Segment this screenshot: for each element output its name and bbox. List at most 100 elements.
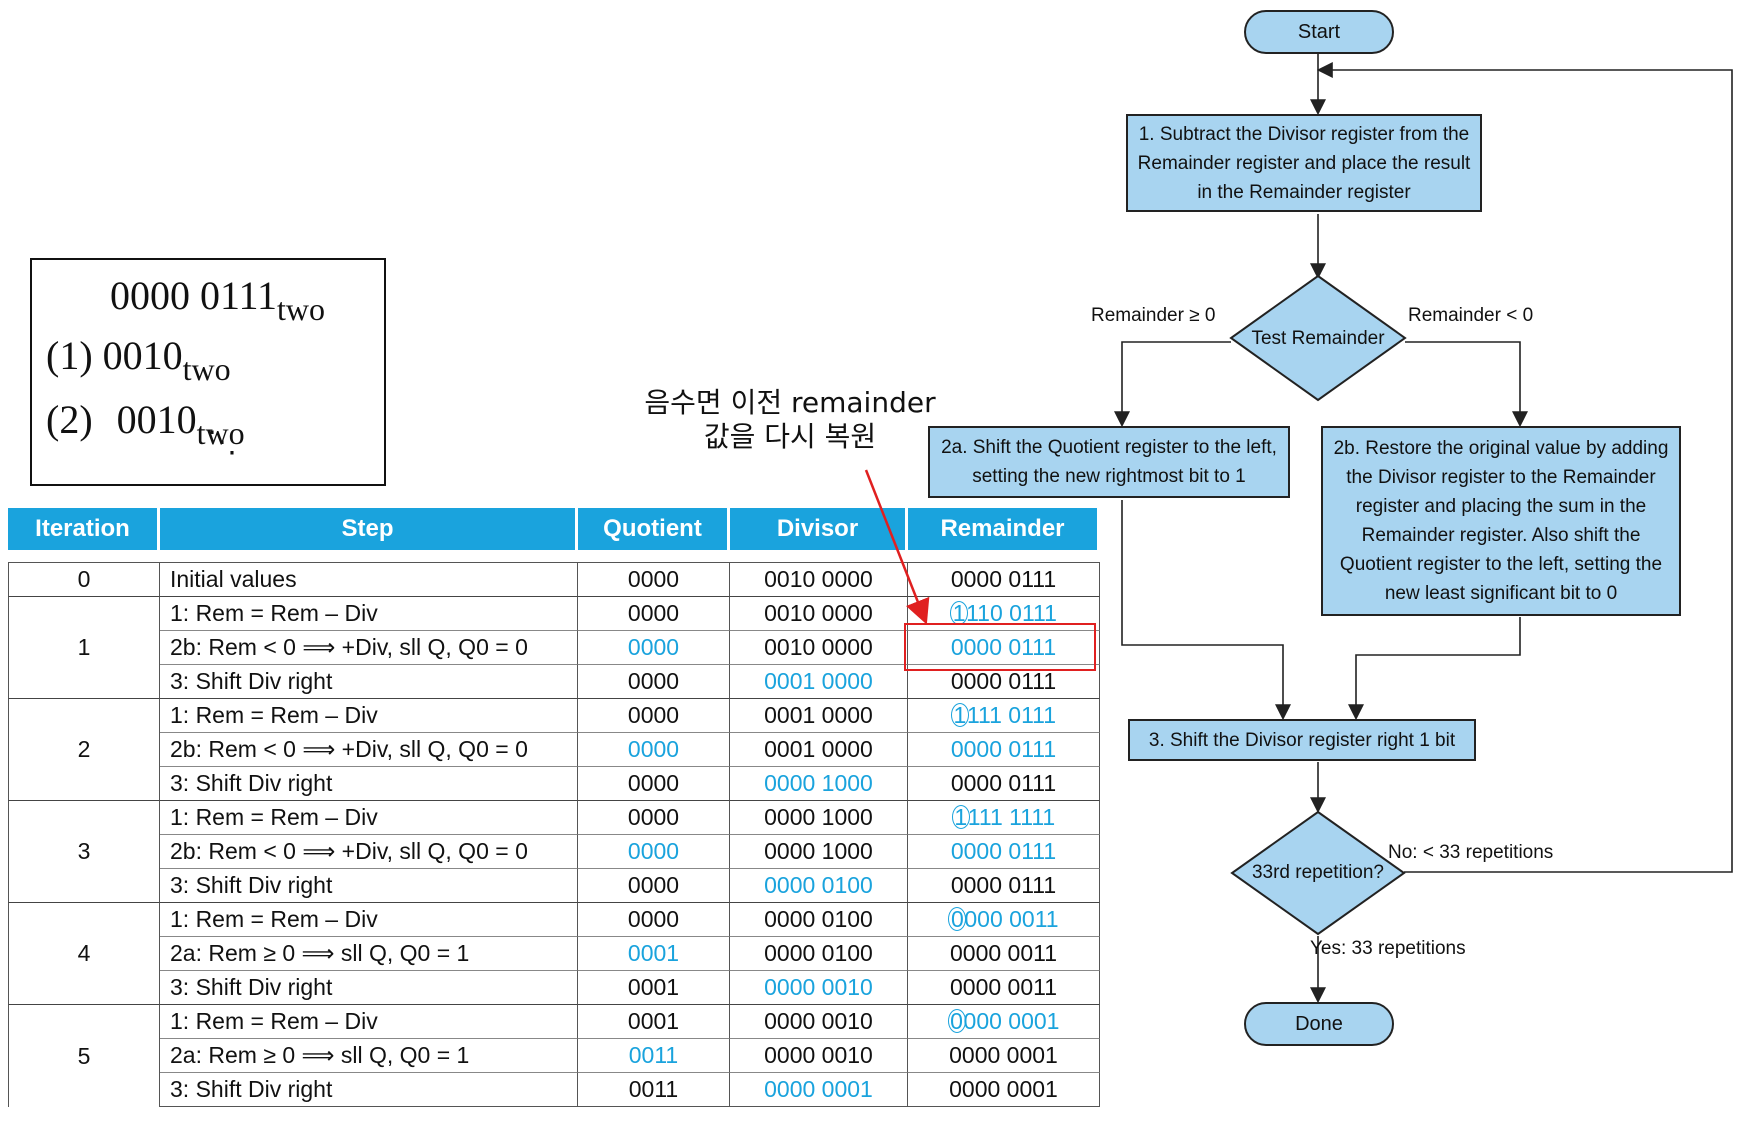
remainder-cell: 1111 0111 [908, 698, 1100, 732]
header-divisor: Divisor [730, 508, 908, 550]
remainder-cell: 0000 0011 [908, 902, 1100, 936]
step-cell: Initial values [160, 562, 578, 596]
quotient-cell: 0000 [578, 664, 730, 698]
table-row: 4 1: Rem = Rem – Div 0000 0000 0100 0000… [8, 902, 1100, 1004]
table-row: 2b: Rem < 0 ⟹ +Div, sll Q, Q0 = 0 0000 0… [8, 834, 1100, 868]
remainder-value: 000 0011 [964, 906, 1059, 932]
quotient-cell: 0000 [578, 766, 730, 800]
remainder-cell: 0000 0011 [908, 970, 1100, 1004]
header-iteration: Iteration [8, 508, 160, 550]
remainder-cell: 1110 0111 [908, 596, 1100, 630]
branch-label-no: No: < 33 repetitions [1388, 842, 1554, 863]
dividend-line: 0000 0111two [110, 272, 325, 328]
continuation-dots: ⋱ [207, 426, 237, 459]
divisor-1-base: two [182, 351, 231, 388]
remainder-value: 111 0111 [966, 702, 1057, 728]
divisor-1-value: 0010 [102, 333, 183, 378]
table-row: 3 1: Rem = Rem – Div 0000 0000 1000 1111… [8, 800, 1100, 902]
quotient-cell: 0000 [578, 902, 730, 936]
remainder-cell: 0000 0111 [908, 664, 1100, 698]
arrow-test-to-2a [1114, 341, 1231, 428]
remainder-cell: 0000 0111 [908, 562, 1100, 596]
divisor-cell: 0010 0000 [730, 630, 908, 664]
repetition-diamond [1230, 810, 1406, 936]
step-cell: 1: Rem = Rem – Div [160, 596, 578, 630]
divisor-cell: 0000 1000 [730, 800, 908, 834]
step2b-box: 2b. Restore the original value by adding… [1321, 426, 1681, 616]
sign-bit-circle: 0 [947, 1009, 966, 1033]
divisor-cell: 0000 0100 [730, 936, 908, 970]
restore-note: 음수면 이전 remainder 값을 다시 복원 [580, 386, 1000, 454]
branch-label-ge: Remainder ≥ 0 [1091, 305, 1216, 326]
step-cell: 3: Shift Div right [160, 970, 578, 1004]
divisor-line-2: (2) 0010two [46, 396, 245, 452]
branch-label-yes: Yes: 33 repetitions [1310, 938, 1466, 959]
binary-example-box: 0000 0111two (1) 0010two (2) 0010two ⋱ [30, 258, 386, 486]
iteration-cell: 4 [8, 902, 160, 1004]
step2a-text: 2a. Shift the Quotient register to the l… [941, 437, 1277, 487]
start-terminal: Start [1244, 10, 1394, 54]
divisor-1-prefix: (1) [46, 333, 93, 378]
sign-bit-circle: 0 [948, 907, 967, 931]
step1-box: 1. Subtract the Divisor register from th… [1126, 114, 1482, 212]
iteration-cell: 2 [8, 698, 160, 800]
remainder-value: 111 1111 [967, 804, 1056, 830]
divisor-cell: 0001 0000 [730, 664, 908, 698]
dividend-base: two [277, 291, 326, 328]
step-cell: 3: Shift Div right [160, 664, 578, 698]
red-annotation-arrow [864, 469, 930, 625]
dividend-value: 0000 0111 [110, 273, 278, 318]
restore-note-line-2: 값을 다시 복원 [703, 420, 877, 453]
remainder-value: 000 0001 [963, 1008, 1060, 1034]
iteration-cell: 3 [8, 800, 160, 902]
table-row: 2a: Rem ≥ 0 ⟹ sll Q, Q0 = 1 0001 0000 01… [8, 936, 1100, 970]
header-step: Step [160, 508, 578, 550]
step-cell: 2b: Rem < 0 ⟹ +Div, sll Q, Q0 = 0 [160, 630, 578, 664]
step-cell: 2b: Rem < 0 ⟹ +Div, sll Q, Q0 = 0 [160, 834, 578, 868]
step2b-text: 2b. Restore the original value by adding… [1333, 438, 1669, 604]
iteration-cell: 0 [8, 562, 160, 596]
sign-bit-circle: 1 [950, 703, 969, 727]
table-row: 2a: Rem ≥ 0 ⟹ sll Q, Q0 = 1 0011 0000 00… [8, 1038, 1100, 1072]
arrow-loop-back [1316, 62, 1733, 873]
division-table: Iteration Step Quotient Divisor Remainde… [8, 508, 1100, 1107]
table-row: 3: Shift Div right 0011 0000 0001 0000 0… [8, 1072, 1100, 1107]
quotient-cell: 0000 [578, 800, 730, 834]
remainder-cell: 1111 1111 [908, 800, 1100, 834]
divisor-cell: 0000 0100 [730, 902, 908, 936]
table-row: 2b: Rem < 0 ⟹ +Div, sll Q, Q0 = 0 0000 0… [8, 630, 1100, 664]
divisor-2-value: 0010 [116, 397, 197, 442]
table-row: 3: Shift Div right 0000 0000 0100 0000 0… [8, 868, 1100, 902]
divisor-2-prefix: (2) [46, 397, 93, 442]
remainder-cell: 0000 0001 [908, 1072, 1100, 1107]
step-cell: 3: Shift Div right [160, 766, 578, 800]
quotient-cell: 0001 [578, 970, 730, 1004]
test-remainder-label: Test Remainder [1251, 328, 1385, 349]
quotient-cell: 0001 [578, 1004, 730, 1038]
table-row: 0 Initial values 0000 0010 0000 0000 011… [8, 562, 1100, 596]
done-label: Done [1295, 1012, 1343, 1035]
divisor-cell: 0000 0010 [730, 1038, 908, 1072]
divisor-cell: 0000 0001 [730, 1072, 908, 1107]
step-cell: 2a: Rem ≥ 0 ⟹ sll Q, Q0 = 1 [160, 936, 578, 970]
arrow-2a-to-step3 [1121, 500, 1291, 721]
divisor-cell: 0000 0010 [730, 1004, 908, 1038]
arrow-2b-to-step3 [1348, 617, 1521, 721]
quotient-cell: 0000 [578, 868, 730, 902]
quotient-cell: 0000 [578, 732, 730, 766]
divisor-cell: 0010 0000 [730, 562, 908, 596]
repetition-label: 33rd repetition? [1251, 862, 1385, 883]
table-row: 3: Shift Div right 0001 0000 0010 0000 0… [8, 970, 1100, 1004]
table-row: 2b: Rem < 0 ⟹ +Div, sll Q, Q0 = 0 0000 0… [8, 732, 1100, 766]
quotient-cell: 0011 [578, 1072, 730, 1107]
step-cell: 3: Shift Div right [160, 1072, 578, 1107]
divisor-2-base: two [196, 415, 245, 452]
remainder-cell: 0000 0001 [908, 1038, 1100, 1072]
remainder-cell: 0000 0111 [908, 834, 1100, 868]
step-cell: 2b: Rem < 0 ⟹ +Div, sll Q, Q0 = 0 [160, 732, 578, 766]
header-remainder: Remainder [908, 508, 1100, 550]
step-cell: 3: Shift Div right [160, 868, 578, 902]
divisor-cell: 0000 0010 [730, 970, 908, 1004]
table-row: 1 1: Rem = Rem – Div 0000 0010 0000 1110… [8, 596, 1100, 698]
